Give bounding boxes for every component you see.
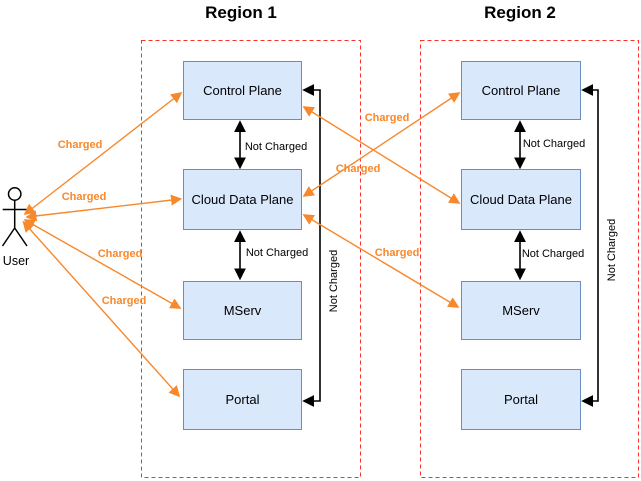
- region2-border: [420, 40, 639, 478]
- edge-label-charged-user-r1portal: Charged: [101, 295, 147, 307]
- edge-r1clouddataplane-r2controlplane-charged: [302, 92, 461, 197]
- edge-label-notcharged-r1-cp-cdp: Not Charged: [244, 141, 308, 153]
- edge-label-notcharged-r1-cp-portal: Not Charged: [328, 249, 340, 313]
- edge-user-r1-clouddataplane-charged: [25, 194, 183, 222]
- edge-label-charged-user-r1mserv: Charged: [97, 248, 143, 260]
- user-actor-label: User: [2, 254, 30, 268]
- node-r2-portal: Portal: [461, 369, 581, 430]
- edge-label-notcharged-r1-cdp-mserv: Not Charged: [245, 247, 309, 259]
- node-r2-control-plane: Control Plane: [461, 61, 581, 120]
- edge-label-charged-user-r1cp: Charged: [57, 139, 103, 151]
- edge-label-notcharged-r2-cp-portal: Not Charged: [606, 218, 618, 282]
- edge-r1clouddataplane-r2mserv-charged: [302, 214, 460, 308]
- node-r2-cloud-data-plane: Cloud Data Plane: [461, 169, 581, 230]
- node-r1-mserv: MServ: [183, 281, 302, 340]
- node-r1-control-plane: Control Plane: [183, 61, 302, 120]
- region1-title: Region 1: [205, 3, 277, 22]
- edge-user-r1-portal-charged: [22, 220, 181, 398]
- node-r1-cloud-data-plane: Cloud Data Plane: [183, 169, 302, 230]
- edge-r2-controlplane-portal-notcharged: [581, 84, 599, 407]
- edge-user-r1-controlplane-charged: [23, 91, 183, 216]
- edge-label-charged-r1cdp-r2cp: Charged: [364, 112, 410, 124]
- edge-label-notcharged-r2-cp-cdp: Not Charged: [522, 138, 586, 150]
- edge-label-charged-r1cp-r2cdp: Charged: [335, 163, 381, 175]
- edge-label-charged-r1cdp-r2mserv: Charged: [374, 247, 420, 259]
- region2-title: Region 2: [484, 3, 556, 22]
- edge-label-charged-user-r1cdp: Charged: [61, 191, 107, 203]
- user-actor-icon: [1, 187, 28, 247]
- edge-label-notcharged-r2-cdp-mserv: Not Charged: [521, 248, 585, 260]
- node-r2-mserv: MServ: [461, 281, 581, 340]
- edge-r1-controlplane-portal-notcharged: [302, 84, 321, 407]
- node-r1-portal: Portal: [183, 369, 302, 430]
